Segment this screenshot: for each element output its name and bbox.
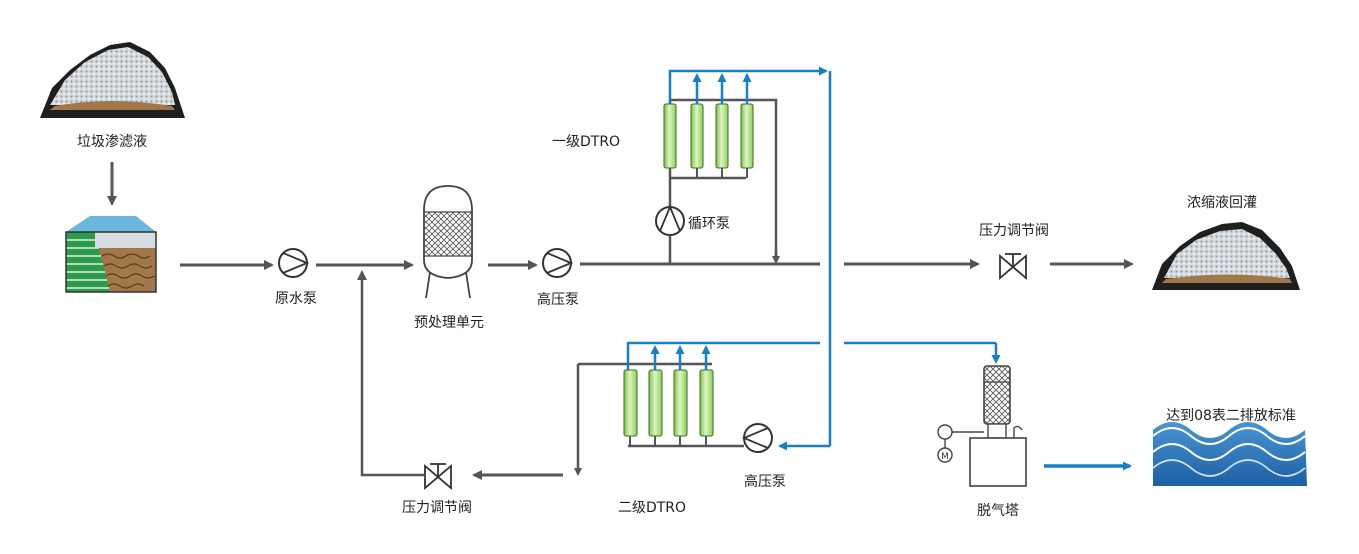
pretreatment-unit-label: 预处理单元 bbox=[414, 315, 484, 331]
pressure-valve-top-label: 压力调节阀 bbox=[979, 223, 1049, 239]
stage2-dtro-module bbox=[574, 341, 1001, 476]
degassing-tower-label: 脱气塔 bbox=[977, 503, 1019, 519]
pressure-valve-bottom-label: 压力调节阀 bbox=[402, 500, 472, 516]
high-pressure-pump-1-icon bbox=[542, 248, 574, 278]
landfill-leachate-label: 垃圾渗滤液 bbox=[77, 134, 147, 150]
pretreatment-tank-icon bbox=[423, 185, 473, 299]
discharge-water-icon bbox=[1152, 422, 1307, 486]
raw-water-pump-label: 原水泵 bbox=[275, 291, 317, 307]
discharge-standard-label: 达到08表二排放标准 bbox=[1166, 408, 1296, 424]
stage1-dtro-label: 一级DTRO bbox=[552, 134, 620, 150]
recycle-return-line bbox=[357, 270, 424, 477]
motor-symbol-label: M bbox=[941, 452, 949, 462]
stage1-membrane-icon bbox=[663, 103, 754, 169]
high-pressure-pump-2-label: 高压泵 bbox=[744, 473, 786, 490]
degassing-tower-icon bbox=[937, 365, 1027, 487]
collection-pond-icon bbox=[65, 216, 157, 293]
concentrate-recharge-pile-icon bbox=[1152, 222, 1300, 290]
concentrate-recharge-label: 浓缩液回灌 bbox=[1187, 195, 1257, 211]
pressure-valve-top-icon bbox=[999, 253, 1027, 280]
high-pressure-pump-2-icon bbox=[741, 423, 773, 453]
circulation-pump-label: 循环泵 bbox=[688, 216, 730, 232]
high-pressure-pump-1-label: 高压泵 bbox=[537, 291, 579, 308]
landfill-pile-icon bbox=[40, 42, 185, 118]
pressure-valve-bottom-icon bbox=[424, 463, 452, 490]
stage1-dtro-module bbox=[663, 66, 832, 446]
stage2-membrane-icon bbox=[623, 369, 714, 437]
circulation-pump-icon bbox=[655, 204, 685, 236]
raw-water-pump-icon bbox=[278, 248, 310, 278]
stage2-dtro-label: 二级DTRO bbox=[618, 500, 686, 516]
